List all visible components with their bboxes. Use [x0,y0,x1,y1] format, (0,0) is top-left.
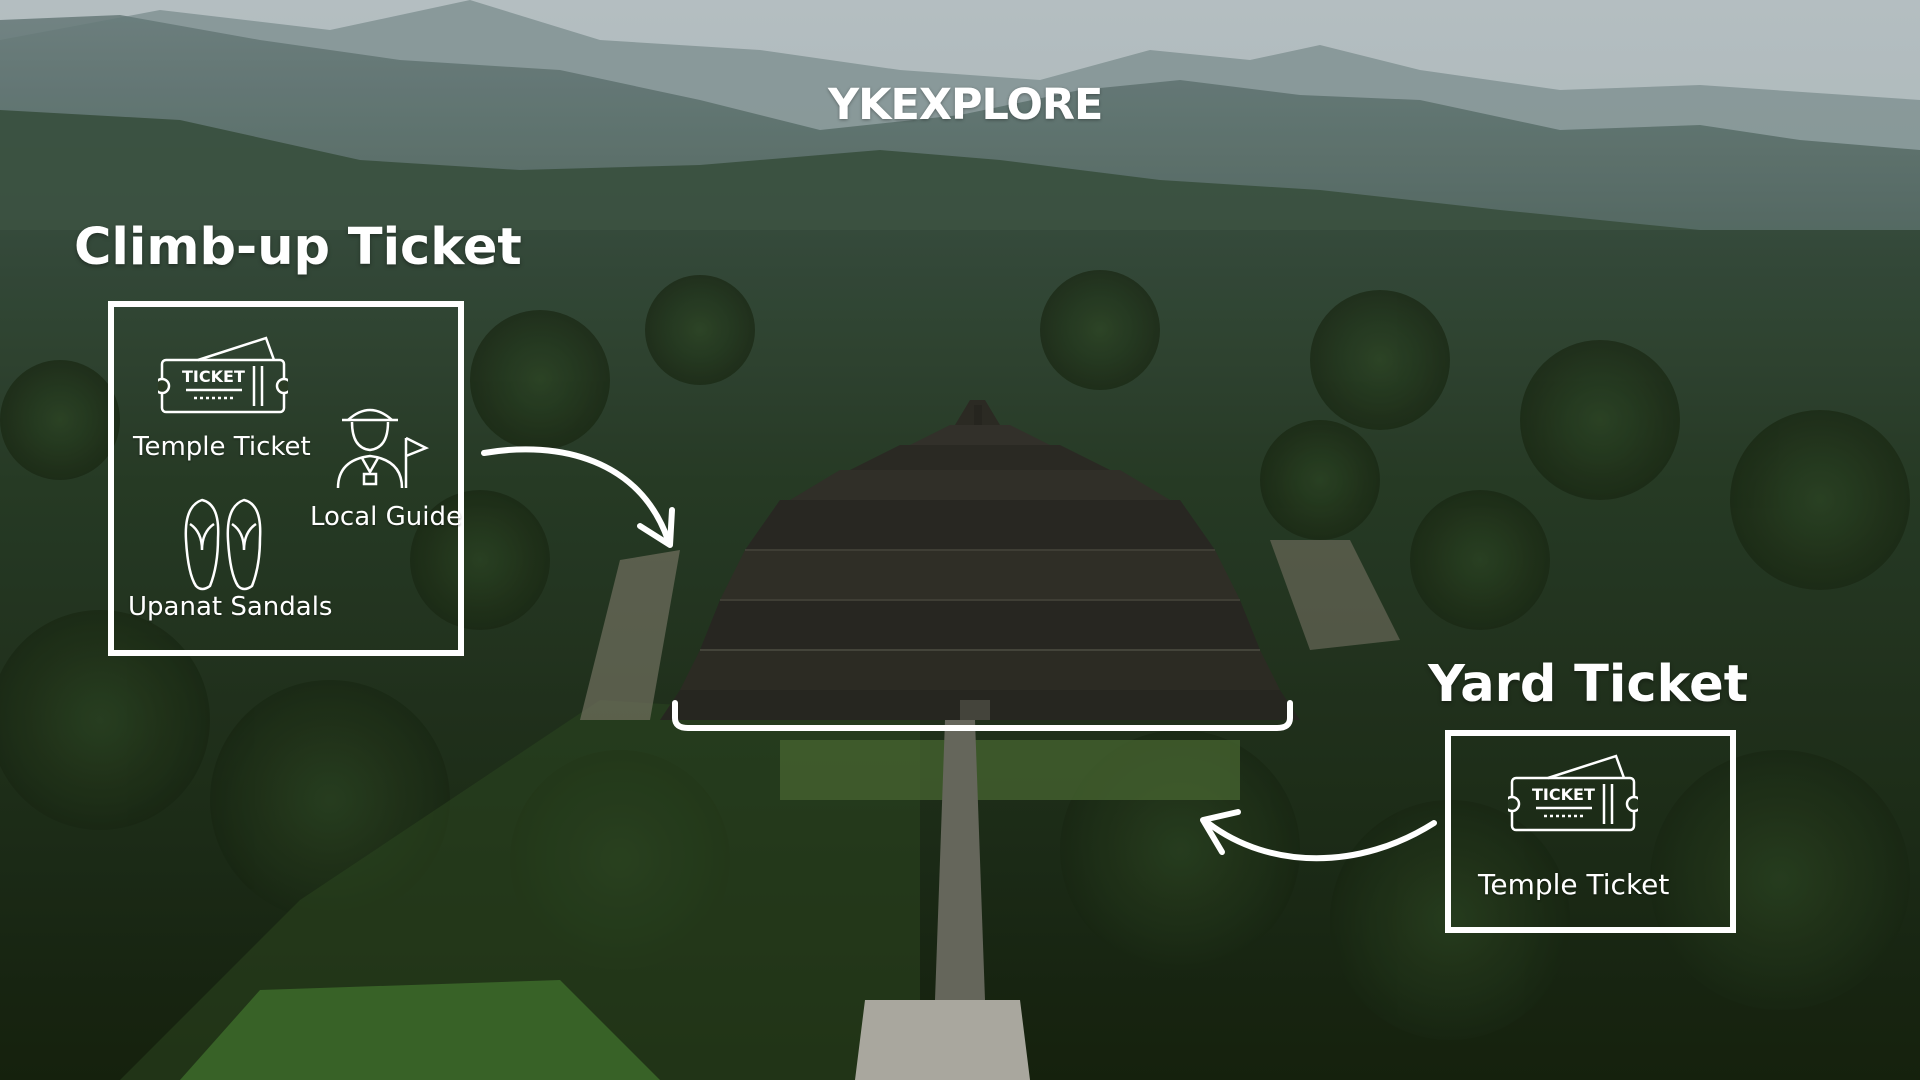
borobudur-temple [660,400,1300,720]
upanat-sandals-label: Upanat Sandals [128,592,333,622]
brand-logo: YKEXPLORE [828,80,1103,130]
sandals-icon [180,496,266,592]
lawn-bottom [180,980,660,1080]
yard-temple-ticket-label: Temple Ticket [1478,868,1670,901]
climb-up-ticket-heading: Climb-up Ticket [74,218,522,277]
svg-text:TICKET: TICKET [1532,785,1595,804]
yard-ticket-box [1445,730,1736,933]
local-guide-label: Local Guide [310,502,463,532]
ticket-icon: TICKET [153,330,293,420]
lawn-left [120,700,920,1080]
svg-text:TICKET: TICKET [182,367,245,386]
ground-right [1270,540,1400,650]
climb-temple-ticket-label: Temple Ticket [133,432,311,462]
temple-path [935,720,985,1000]
yard-ticket-heading: Yard Ticket [1428,655,1749,714]
lawn-front [780,740,1240,800]
guide-icon [334,398,430,490]
plaza-path [855,1000,1030,1080]
ground-left [580,550,680,720]
climb-up-ticket-box [108,301,464,656]
ticket-icon: TICKET [1503,748,1643,838]
